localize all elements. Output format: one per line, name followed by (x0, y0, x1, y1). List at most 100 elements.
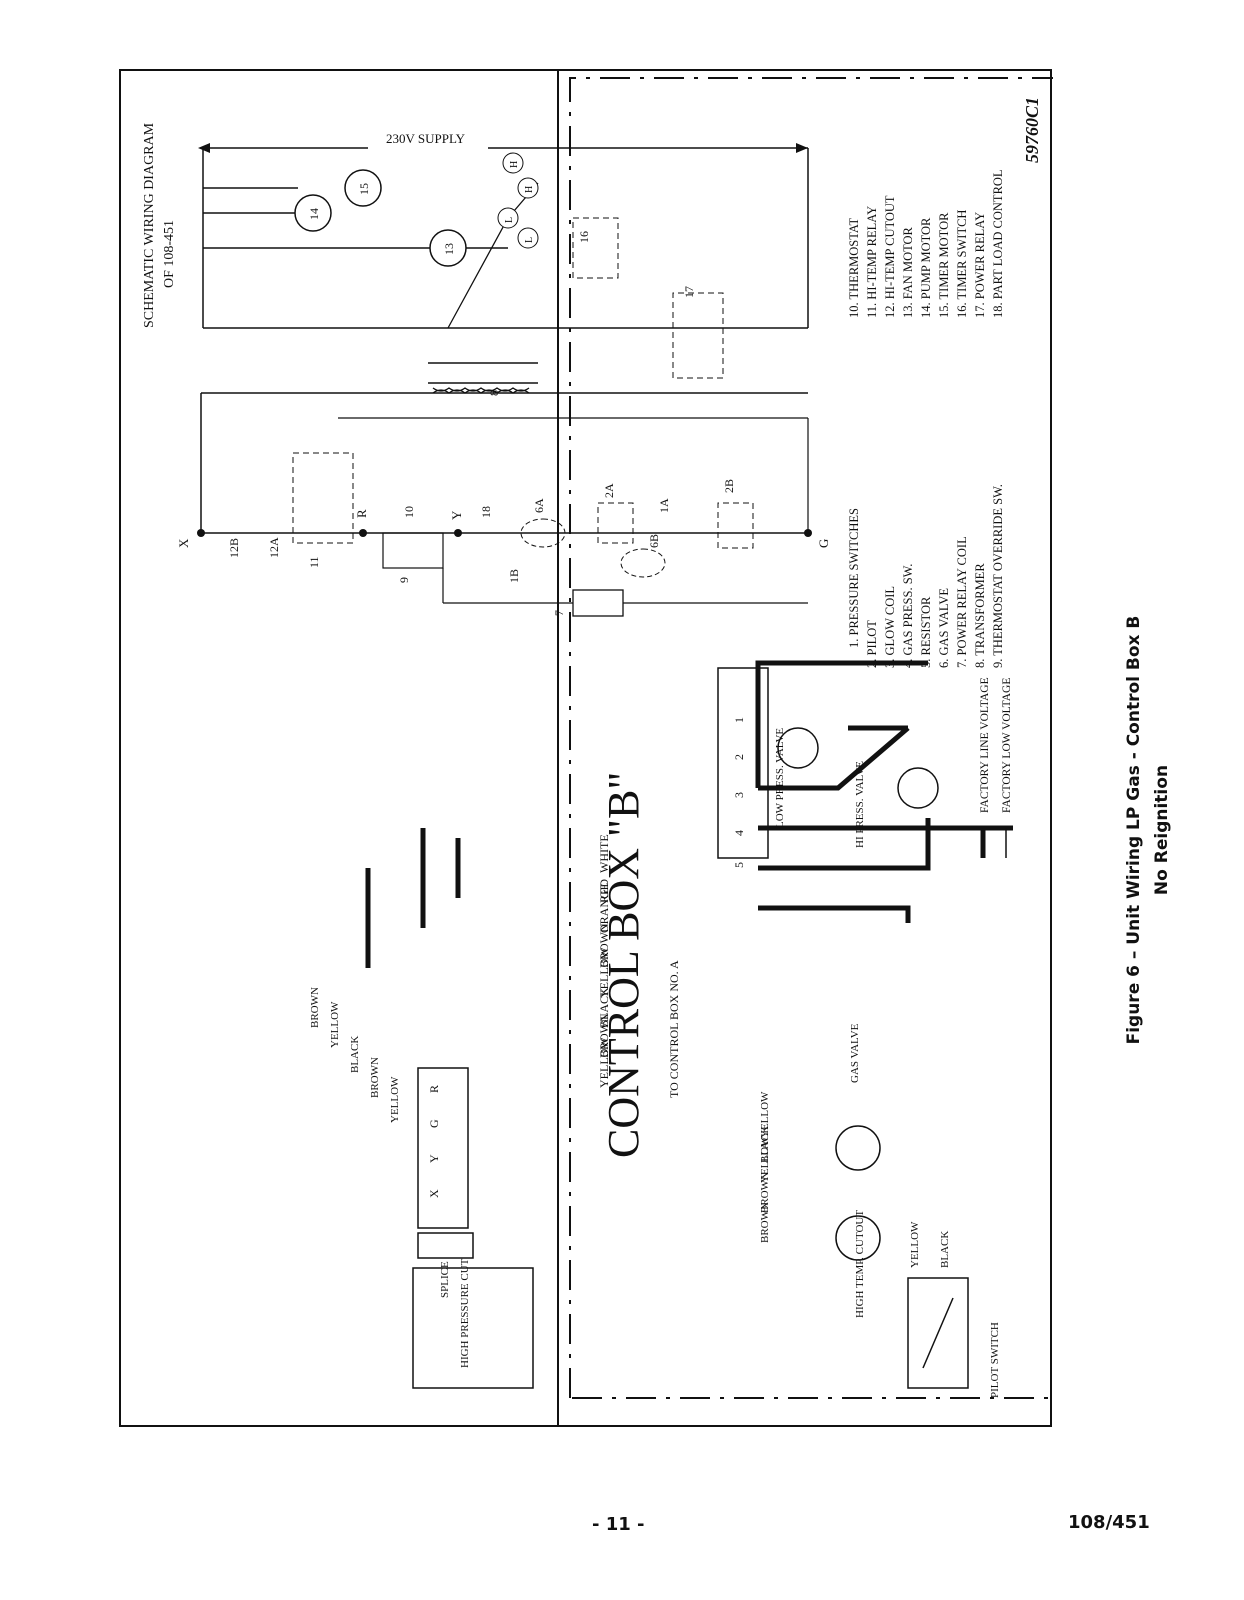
terminal-3: 3 (732, 792, 746, 798)
terminal-Y (454, 529, 462, 537)
high-pressure-cutout-label: HIGH PRESSURE CUTOUT (459, 1236, 471, 1368)
vertical-wire-yellow-1: YELLOW (329, 1001, 341, 1048)
label-1B: 1B (507, 569, 521, 583)
low-press-valve (777, 727, 819, 769)
terminal-X-lower: X (427, 1189, 441, 1198)
low-press-valve-label: LOW PRESS. VALVE (774, 728, 786, 828)
supply-label: 230V SUPPLY (386, 131, 466, 146)
gas-valve (835, 1125, 881, 1171)
glow-coil-6A (520, 518, 566, 548)
transformer-coil-primary (432, 387, 530, 392)
part-15: 15. TIMER MOTOR (937, 212, 951, 318)
label-10: 10 (402, 506, 416, 518)
label-2B: 2B (722, 479, 736, 493)
cutout-wire-yellow: YELLOW (759, 1136, 771, 1183)
schematic-panel: SCHEMATIC WIRING DIAGRAM OF 108-451 230V… (142, 97, 1042, 668)
cutout-wire-brown-2: BROWN (759, 1202, 771, 1243)
label-17: 17 (682, 286, 696, 298)
control-box-panel: CONTROL BOX "B" 1 2 3 4 5 LOW PRESS. VAL… (309, 77, 1053, 1399)
part-11: 11. HI-TEMP RELAY (865, 206, 879, 318)
wire-label-red: RED (597, 879, 611, 903)
label-16: 16 (577, 231, 591, 243)
wire-label-black: BLACK (597, 987, 611, 1028)
wire-label-brown-2: BROWN (597, 1013, 611, 1058)
caption-line-1: Figure 6 – Unit Wiring LP Gas - Control … (1124, 615, 1144, 1045)
part-17: 17. POWER RELAY (973, 212, 987, 318)
part-13: 13. FAN MOTOR (901, 226, 915, 318)
label-H-2: H (509, 161, 520, 168)
fan-motor-13 (429, 229, 467, 267)
drawing-code: 59760C1 (1022, 97, 1042, 163)
line-voltage-wire-3 (758, 726, 910, 791)
wire-label-orange: ORANGE (597, 883, 611, 933)
wire-label-yellow-1: YELLOW (597, 947, 611, 998)
label-6B: 6B (647, 534, 661, 548)
legend-low-voltage: FACTORY LOW VOLTAGE (1001, 678, 1013, 813)
terminal-G-lower: G (427, 1119, 441, 1128)
splice-block (417, 1232, 474, 1259)
to-control-box-label: TO CONTROL BOX NO. A (667, 960, 681, 1098)
supply-arrow-head-right (796, 143, 808, 153)
vertical-wire-yellow-2: YELLOW (389, 1076, 401, 1123)
line-voltage-wire-5 (758, 818, 931, 871)
terminal-strip-lower (417, 1067, 469, 1229)
label-12A: 12A (267, 537, 281, 558)
high-temp-cutout (835, 1215, 881, 1261)
label-L-2: L (524, 237, 535, 243)
part-5: 5. RESISTOR (919, 596, 933, 668)
schematic-subtitle: OF 108-451 (162, 220, 177, 288)
label-11: 11 (307, 556, 321, 568)
label-R: R (354, 509, 369, 518)
label-12B: 12B (227, 538, 241, 558)
control-box-enclosure (569, 77, 1053, 1399)
part-14: 14. PUMP MOTOR (919, 217, 933, 318)
label-14: 14 (307, 208, 321, 220)
terminal-X (197, 529, 205, 537)
cutout-wire-brown-1: BROWN (759, 1172, 771, 1213)
label-H-1: H (524, 186, 535, 193)
vertical-wire-brown-2: BROWN (369, 1057, 381, 1098)
glow-coil-6B (620, 548, 666, 578)
part-2: 2. PILOT (865, 620, 879, 668)
terminal-R (359, 529, 367, 537)
gas-valve-label: GAS VALVE (849, 1023, 861, 1083)
legend-line-voltage: FACTORY LINE VOLTAGE (979, 677, 991, 813)
terminal-5: 5 (732, 862, 746, 868)
speed-terminal-L (497, 207, 519, 229)
label-2A: 2A (602, 483, 616, 498)
hi-press-valve-label: HI PRESS. VALVE (854, 761, 866, 848)
part-3: 3. GLOW COIL (883, 586, 897, 668)
figure-caption: Figure 6 – Unit Wiring LP Gas - Control … (1120, 580, 1190, 1080)
high-pressure-cutout (412, 1267, 534, 1389)
label-L-1: L (504, 217, 515, 223)
pilot-2B (717, 502, 754, 549)
speed-terminal-H (517, 177, 539, 199)
splice-label: SPLICE (439, 1261, 451, 1298)
terminal-4: 4 (732, 830, 746, 836)
part-12: 12. HI-TEMP CUTOUT (883, 195, 897, 318)
terminal-2: 2 (732, 754, 746, 760)
wire-label-yellow-2: YELLOW (597, 1037, 611, 1088)
part-10: 10. THERMOSTAT (847, 217, 861, 318)
wiring-diagram-svg: SCHEMATIC WIRING DIAGRAM OF 108-451 230V… (119, 69, 1053, 1427)
gas-valve-wire-yellow: YELLOW (759, 1091, 771, 1138)
part-4: 4. GAS PRESS. SW. (901, 564, 915, 668)
terminal-R-lower: R (427, 1085, 441, 1093)
vertical-wire-black: BLACK (349, 1036, 361, 1073)
speed-terminal-L2 (517, 227, 539, 249)
schematic-title: SCHEMATIC WIRING DIAGRAM (142, 122, 157, 328)
hi-press-valve (897, 767, 939, 809)
thermostat-override-9 (382, 532, 444, 569)
power-relay-coil-7 (572, 589, 624, 617)
gas-valve-wire-black: BLACK (759, 1126, 771, 1163)
supply-label-bg (368, 136, 488, 160)
terminal-1: 1 (732, 717, 746, 723)
label-6A: 6A (532, 498, 546, 513)
wire-label-white: WHITE (597, 834, 611, 873)
pilot-2A (597, 502, 634, 544)
label-9: 9 (397, 577, 411, 583)
figure-border (119, 69, 1052, 1427)
part-9: 9. THERMOSTAT OVERRIDE SW. (991, 484, 1005, 668)
label-13: 13 (442, 243, 456, 255)
power-relay-17 (672, 292, 724, 379)
